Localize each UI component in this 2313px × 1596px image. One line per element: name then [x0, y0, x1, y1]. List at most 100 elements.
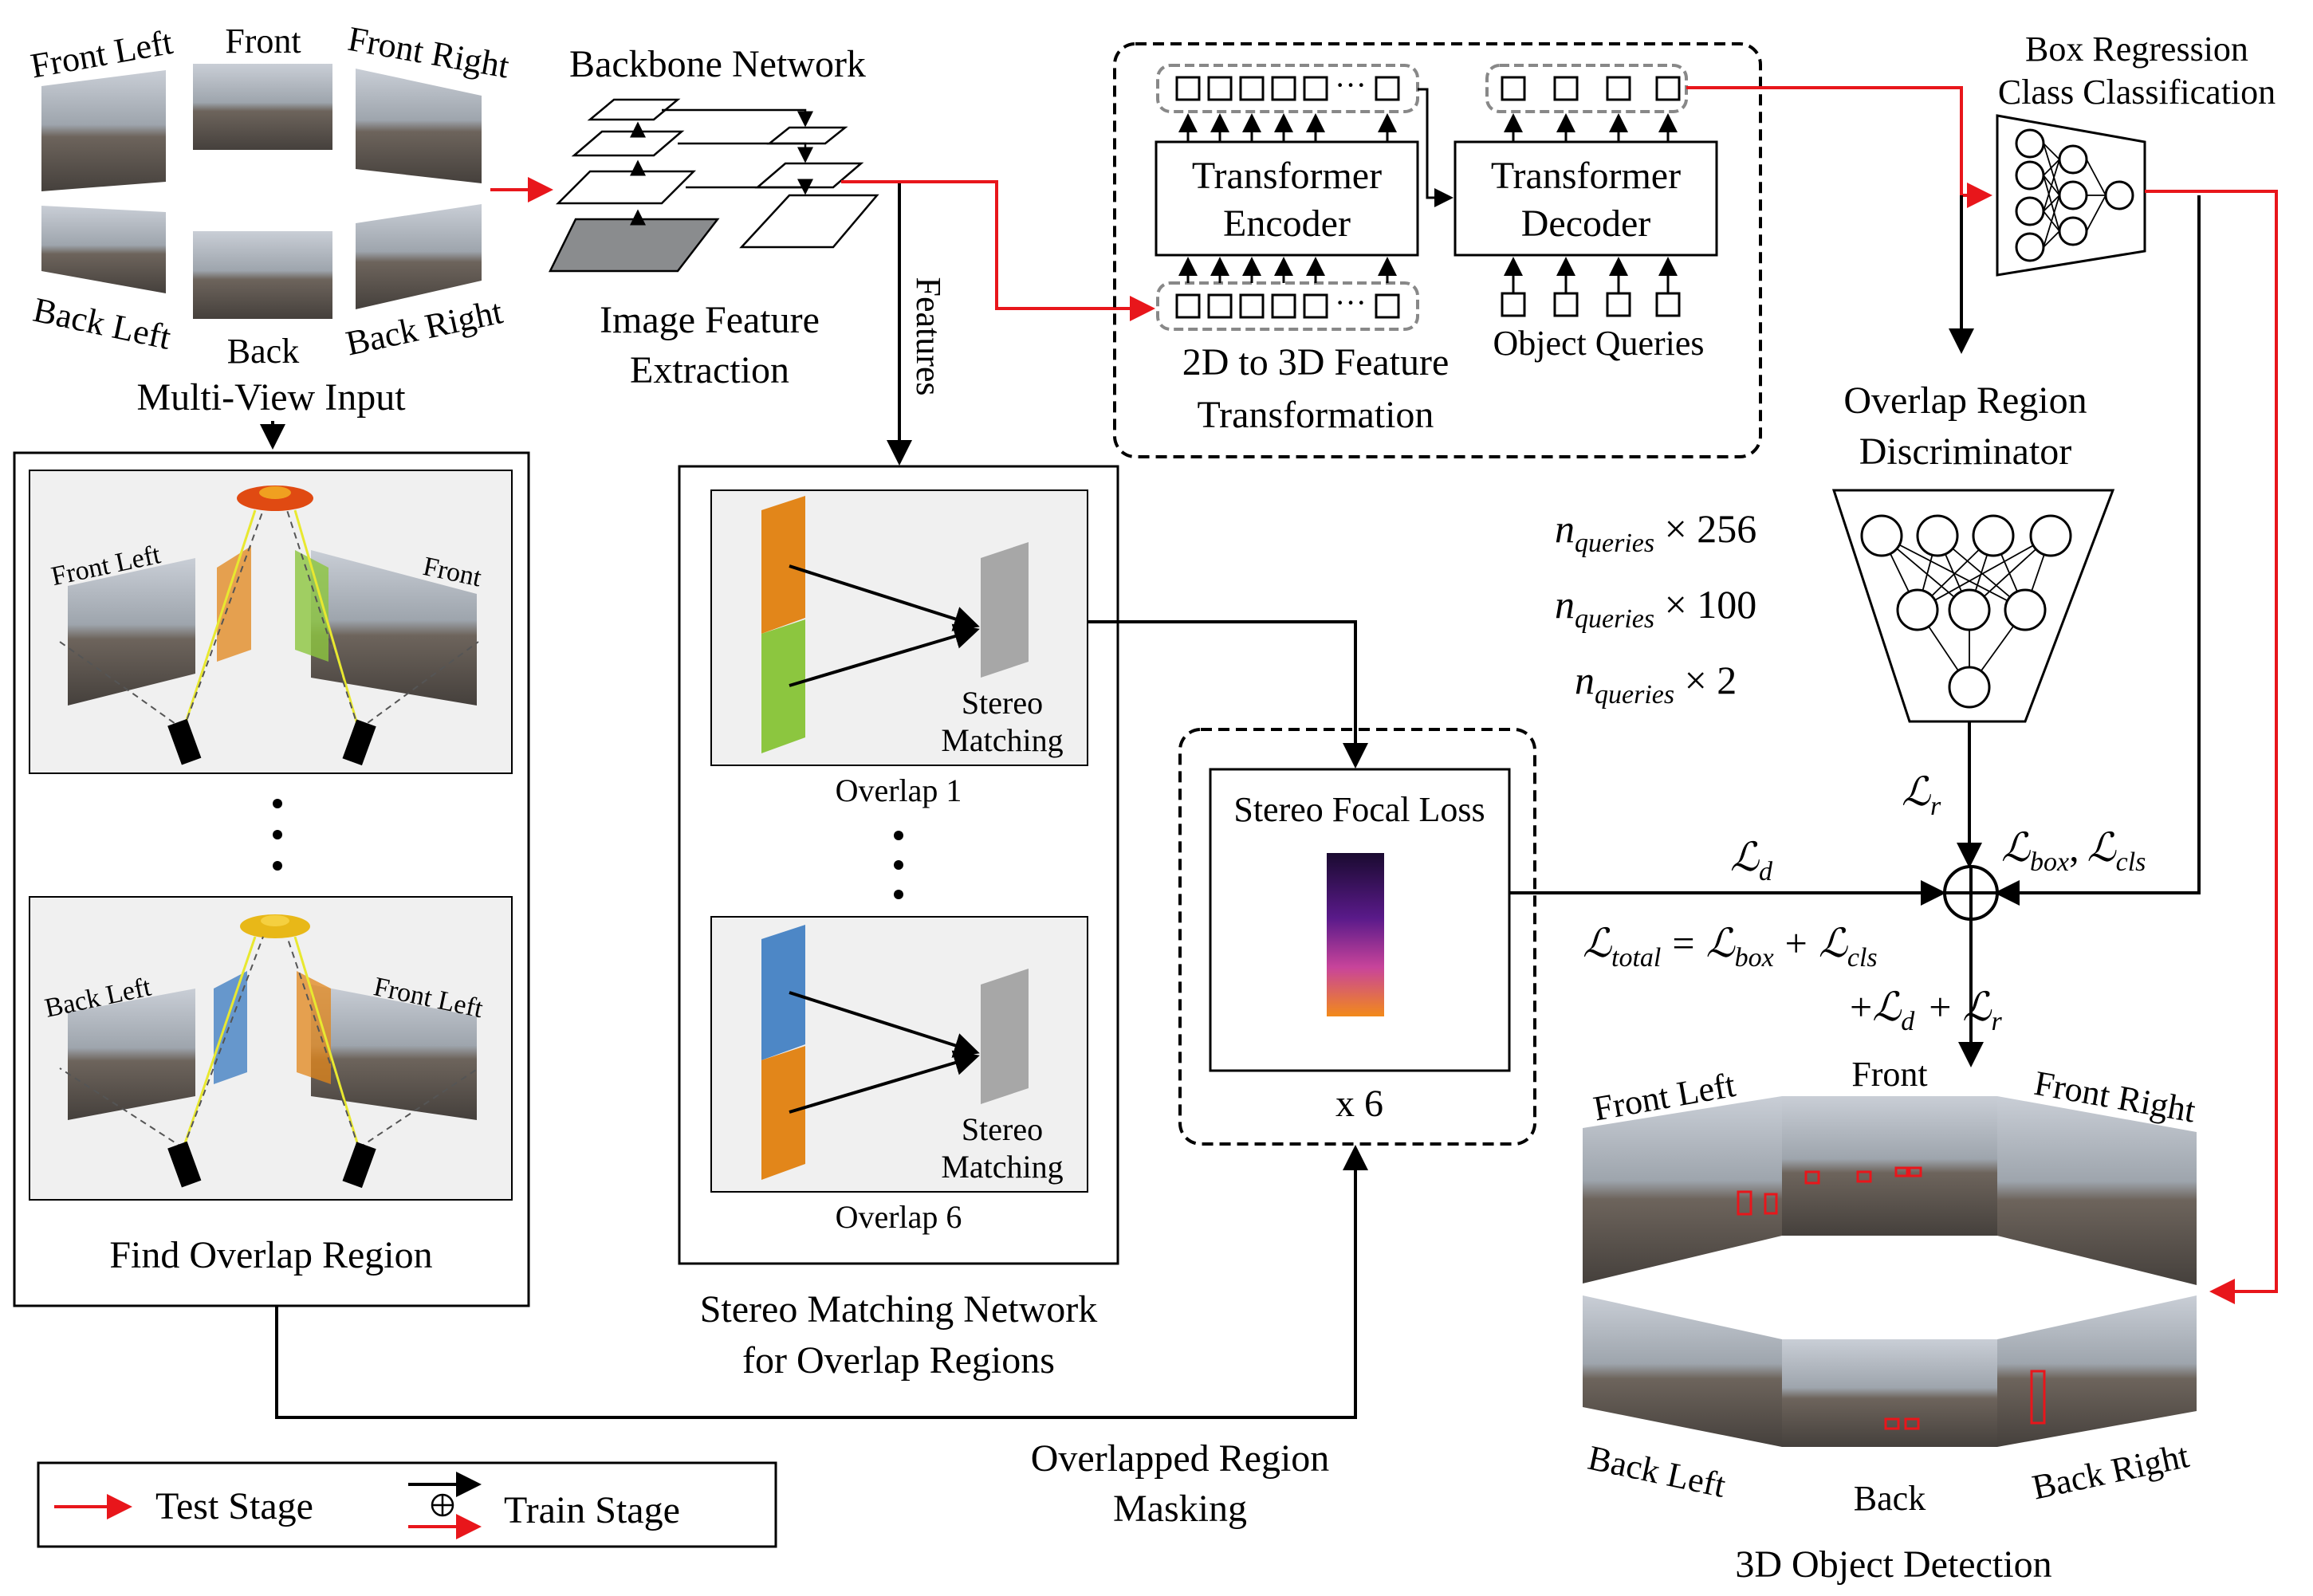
- legend-sum-icon: [431, 1493, 454, 1517]
- overlap-6-label: Overlap 6: [836, 1199, 962, 1235]
- legend-frame: [37, 1461, 777, 1548]
- camera-thumbnails: [41, 64, 482, 319]
- transformer-caption-1: 2D to 3D Feature: [1182, 341, 1450, 383]
- overlap1-orange-feature: [761, 496, 805, 634]
- detection-caption: 3D Object Detection: [1735, 1543, 2051, 1586]
- thumb-front: [193, 64, 332, 150]
- backbone-network: Backbone Network Image Feature Extractio…: [548, 43, 879, 391]
- overlap6-stereo-label-2: Matching: [941, 1149, 1063, 1185]
- backbone-caption-1: Image Feature: [600, 299, 820, 341]
- test-arrow-head-to-detection: [2145, 190, 2278, 1304]
- encoder-input-tokens: [1156, 281, 1419, 331]
- discriminator-neurons: [1860, 514, 2072, 709]
- panel1-orange-overlap: [217, 546, 251, 662]
- det-front-label: Front: [1851, 1055, 1927, 1094]
- dim-2: nqueries × 2: [1575, 658, 1737, 710]
- overlap6-blue-feature: [761, 925, 805, 1060]
- ellipsis-top: ···: [1335, 67, 1367, 103]
- thumb-front-left: [41, 70, 166, 191]
- det-back-image: [1782, 1339, 1997, 1447]
- dim-100: nqueries × 100: [1555, 582, 1756, 634]
- encoder-label-1: Transformer: [1192, 155, 1382, 197]
- det-front-image: [1782, 1096, 1997, 1236]
- stereo-caption-1: Stereo Matching Network: [700, 1288, 1098, 1331]
- masking-label-2: Masking: [1113, 1488, 1247, 1530]
- dim-256: nqueries × 256: [1555, 506, 1756, 558]
- transformer-dashed-frame: [1113, 42, 1762, 458]
- overlap6-stereo-label-1: Stereo: [962, 1111, 1043, 1147]
- det-back-right-label: Back Right: [2028, 1436, 2192, 1507]
- transformer-decoder: [1453, 140, 1718, 257]
- panel1-right-image: [311, 550, 477, 706]
- decoder-arrows: [1504, 113, 1678, 293]
- panel2-left-image: [68, 989, 195, 1120]
- arrow-stereo-to-focal: [1088, 620, 1368, 769]
- det-back-label: Back: [1854, 1479, 1926, 1518]
- ellipsis-bottom: ···: [1335, 285, 1367, 320]
- thumb-back-left: [41, 206, 166, 293]
- overlap1-matching-volume: [981, 542, 1029, 678]
- overlap6-arrows: [789, 991, 980, 1114]
- backbone-title: Backbone Network: [569, 43, 866, 85]
- overlap6-matching-volume: [981, 969, 1029, 1104]
- loss-d-label: ℒd: [1730, 835, 1773, 886]
- overlap1-arrows: [789, 564, 980, 687]
- stereo-caption-2: for Overlap Regions: [742, 1339, 1055, 1382]
- depth-map-image: [1327, 853, 1384, 1016]
- overlap-region-discriminator: Overlap Region Discriminator nqueries × …: [1555, 379, 2115, 723]
- box-class-head: Box Regression Class Classification: [1996, 29, 2276, 277]
- loss-box-cls-label: ℒbox,ℒcls: [2001, 825, 2146, 877]
- thumb-back-right: [356, 204, 482, 309]
- focal-times-label: x 6: [1335, 1083, 1383, 1125]
- legend-test-label: Test Stage: [155, 1485, 313, 1527]
- loss-total-equation: ℒtotal=ℒbox+ℒcls: [1583, 921, 1878, 973]
- loss-sum-node: [1943, 865, 1999, 921]
- panel2-frustums: [59, 936, 479, 1149]
- panel1-green-overlap: [295, 550, 328, 662]
- backbone-caption-2: Extraction: [630, 349, 789, 391]
- loss-total-equation-2: +ℒd+ℒr: [1850, 985, 2002, 1036]
- pyramid-arrows: [630, 108, 813, 226]
- token-squares: [1175, 76, 1400, 319]
- focal-loss-title: Stereo Focal Loss: [1233, 790, 1485, 829]
- panel1-cameras: [167, 718, 376, 766]
- detection-boxes: [1737, 1166, 2046, 1430]
- panel2-right-image: [311, 985, 477, 1120]
- discriminator-title-2: Discriminator: [1859, 430, 2072, 473]
- vertical-ellipsis-2: [894, 831, 903, 899]
- focal-dashed-frame: [1178, 728, 1536, 1146]
- head-edges: [2043, 143, 2106, 248]
- vertical-ellipsis-1: [273, 799, 282, 871]
- transformer-block: ··· ··· Transformer Encoder Transformer …: [1113, 42, 1762, 458]
- 3d-object-detection: Front Left Front Front Right Back Left B…: [1583, 1055, 2198, 1586]
- det-back-right-image: [1997, 1295, 2197, 1447]
- car-icon-2: [240, 914, 310, 938]
- head-label-1: Box Regression: [2025, 29, 2248, 69]
- panel1-frustums: [59, 509, 479, 730]
- panel2-cameras: [167, 1141, 376, 1189]
- label-back-left: Back Left: [30, 290, 174, 357]
- decoder-label-1: Transformer: [1491, 155, 1681, 197]
- feature-pyramid: [548, 98, 879, 273]
- legend: Test Stage Train Stage: [37, 1461, 777, 1548]
- find-overlap-region: Front Left Front Back Left Front Left Fi…: [13, 451, 530, 1307]
- label-back: Back: [227, 332, 299, 371]
- panel2-blue-overlap: [214, 971, 247, 1084]
- arrow-masking: [275, 1145, 1368, 1419]
- thumb-back: [193, 231, 332, 319]
- det-front-left-image: [1583, 1096, 1782, 1283]
- multiview-caption: Multi-View Input: [136, 376, 406, 419]
- label-front: Front: [225, 22, 301, 61]
- features-label: Features: [909, 277, 948, 395]
- masking-label-1: Overlapped Region: [1031, 1437, 1330, 1480]
- overlap1-stereo-label-1: Stereo: [962, 685, 1043, 721]
- overlap1-stereo-label-2: Matching: [941, 722, 1063, 758]
- encoder-label-2: Encoder: [1223, 202, 1351, 245]
- transformer-caption-2: Transformation: [1198, 394, 1434, 436]
- head-label-2: Class Classification: [1998, 73, 2276, 112]
- legend-train-label: Train Stage: [504, 1489, 680, 1531]
- multiview-input: Front Left Front Front Right Back Left B…: [28, 19, 513, 419]
- det-back-left-image: [1583, 1295, 1782, 1447]
- object-queries-label: Object Queries: [1493, 324, 1704, 363]
